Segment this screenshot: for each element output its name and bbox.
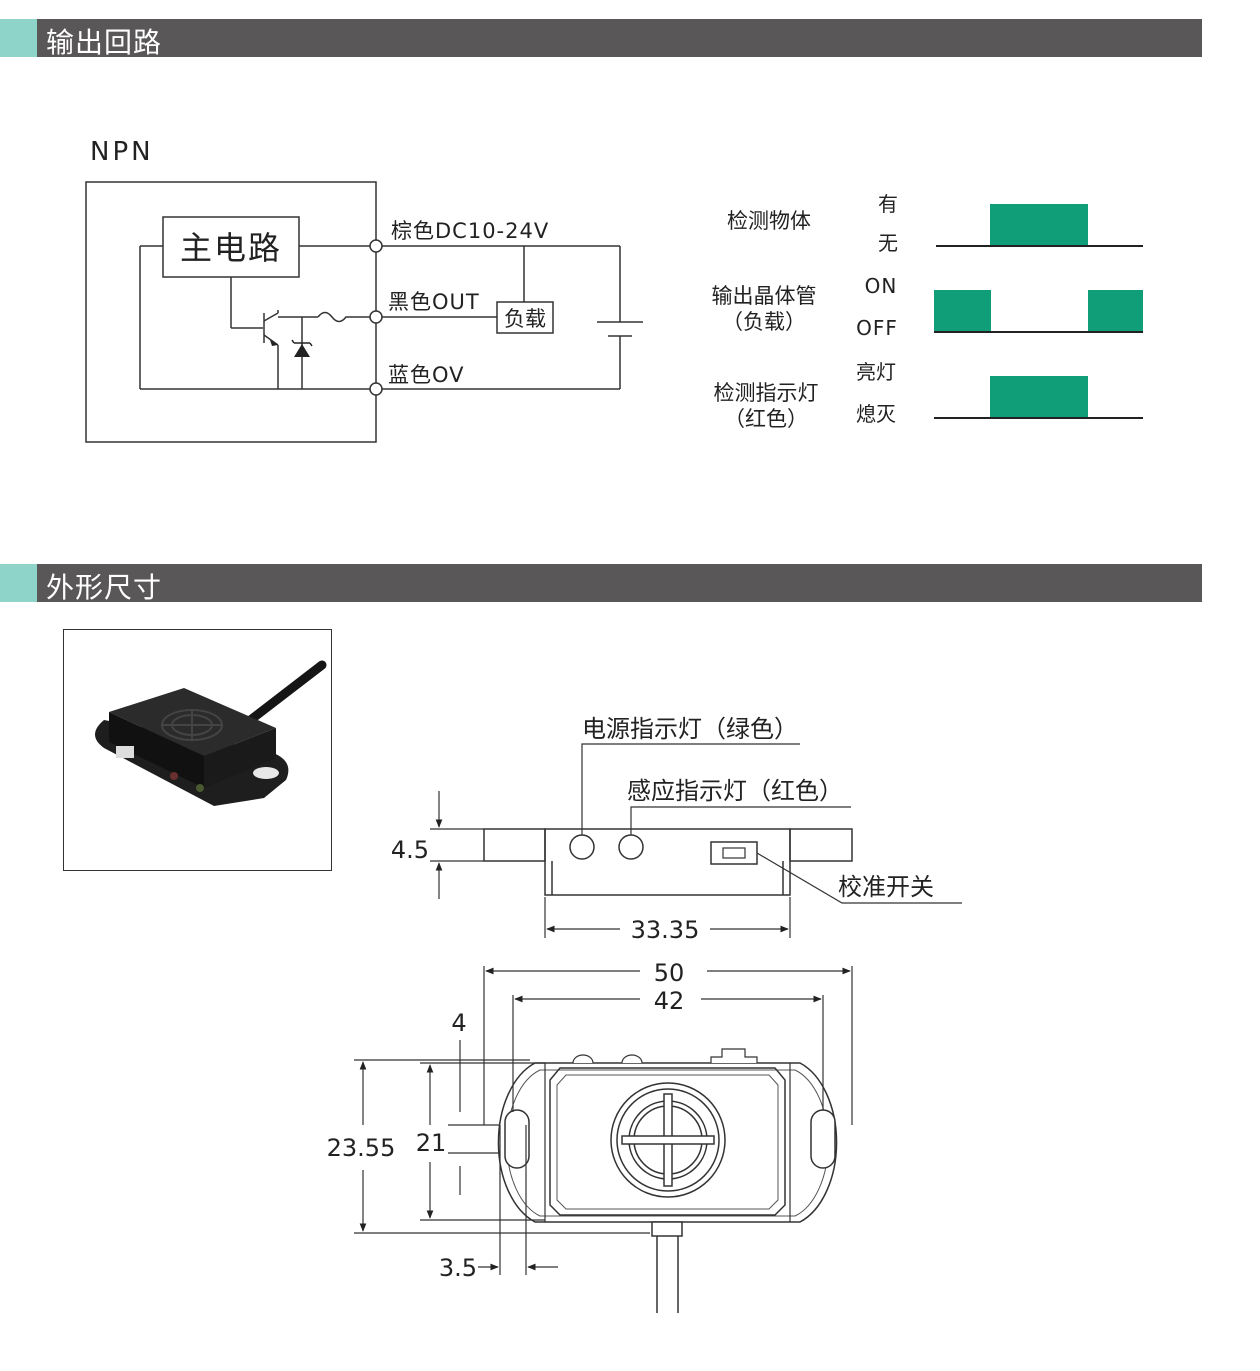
timing-row2-label-line1: 输出晶体管 [712, 284, 817, 308]
dim-hole-pitch: 42 [654, 987, 685, 1015]
timing-row3-low: 熄灭 [856, 402, 896, 426]
header-accent [0, 564, 37, 602]
timing-row1-label: 检测物体 [727, 209, 811, 233]
internal-wiring [139, 245, 370, 390]
load-label: 负载 [504, 307, 546, 331]
dim-4-5-lines [430, 791, 484, 899]
npn-label: NPN [90, 137, 154, 167]
timing-row2-low: OFF [856, 316, 898, 340]
section-header-output: 输出回路 [0, 19, 1202, 59]
dim-total-height: 23.55 [327, 1134, 396, 1162]
calib-switch-label: 校准开关 [838, 873, 934, 901]
dim-42-lines [512, 995, 824, 1112]
sense-led-icon [618, 834, 644, 860]
timing-row3-high: 亮灯 [856, 360, 896, 384]
mounting-slot-right [810, 1109, 836, 1169]
main-circuit-box [162, 216, 300, 278]
dim-body-height: 21 [416, 1129, 447, 1157]
dim-50-lines [483, 966, 853, 1125]
sensor-face-icon [610, 1082, 726, 1198]
sensor-housing-box [85, 181, 377, 443]
leader-lines [581, 743, 962, 904]
zener-diode-icon [294, 344, 310, 357]
timing-row3-label-line2: （红色） [724, 407, 808, 431]
dim-body-width: 33.35 [631, 916, 700, 944]
section-title-dimensions: 外形尺寸 [46, 571, 163, 604]
mounting-slot-left [504, 1109, 530, 1169]
dim-hole-diameter: 4 [451, 1009, 466, 1037]
sensor-photo-illustration [95, 660, 327, 806]
timing-row2-high: ON [865, 274, 898, 298]
header-accent [0, 19, 37, 57]
load-box [496, 301, 554, 334]
terminal-brown [369, 239, 383, 253]
dim-23-55-lines [354, 1059, 650, 1234]
brown-wire-label: 棕色DC10-24V [391, 219, 549, 243]
power-led-icon [569, 834, 595, 860]
side-view-outline [483, 828, 853, 896]
dim-21-lines [420, 1062, 545, 1221]
header-bar [37, 19, 1202, 57]
top-view-body [549, 1067, 786, 1216]
dim-33-35-lines [544, 897, 791, 938]
dim-hole-offset: 3.5 [439, 1254, 477, 1282]
timing-row1-high: 有 [878, 192, 898, 216]
section-title-output: 输出回路 [46, 26, 163, 59]
timing-row2-label-line2: （负载） [722, 310, 806, 334]
timing-row1-pulse [990, 204, 1088, 246]
timing-row2-pulse-a [934, 290, 991, 332]
terminal-black [369, 310, 383, 324]
main-circuit-label: 主电路 [180, 229, 282, 267]
power-led-label: 电源指示灯（绿色） [582, 715, 798, 743]
dim-total-width: 50 [654, 959, 685, 987]
product-photo [63, 629, 332, 871]
dim-3-5-lines [478, 1125, 558, 1275]
sense-led-label: 感应指示灯（红色） [627, 777, 843, 805]
header-bar [37, 564, 1202, 602]
dim-4-lines [448, 1040, 500, 1195]
timing-row3-pulse [990, 376, 1088, 418]
timing-row2-pulse-b [1088, 290, 1143, 332]
timing-row3-label-line1: 检测指示灯 [714, 381, 819, 405]
timing-row1-low: 无 [878, 231, 898, 255]
section-header-dimensions: 外形尺寸 [0, 564, 1202, 604]
cable-outline [651, 1221, 683, 1313]
black-wire-label: 黑色OUT [388, 290, 480, 314]
blue-wire-label: 蓝色OV [388, 363, 465, 387]
top-view-protrusions [572, 1048, 758, 1064]
terminal-blue [369, 382, 383, 396]
dim-flange-height: 4.5 [391, 836, 429, 864]
external-wiring [382, 245, 643, 390]
